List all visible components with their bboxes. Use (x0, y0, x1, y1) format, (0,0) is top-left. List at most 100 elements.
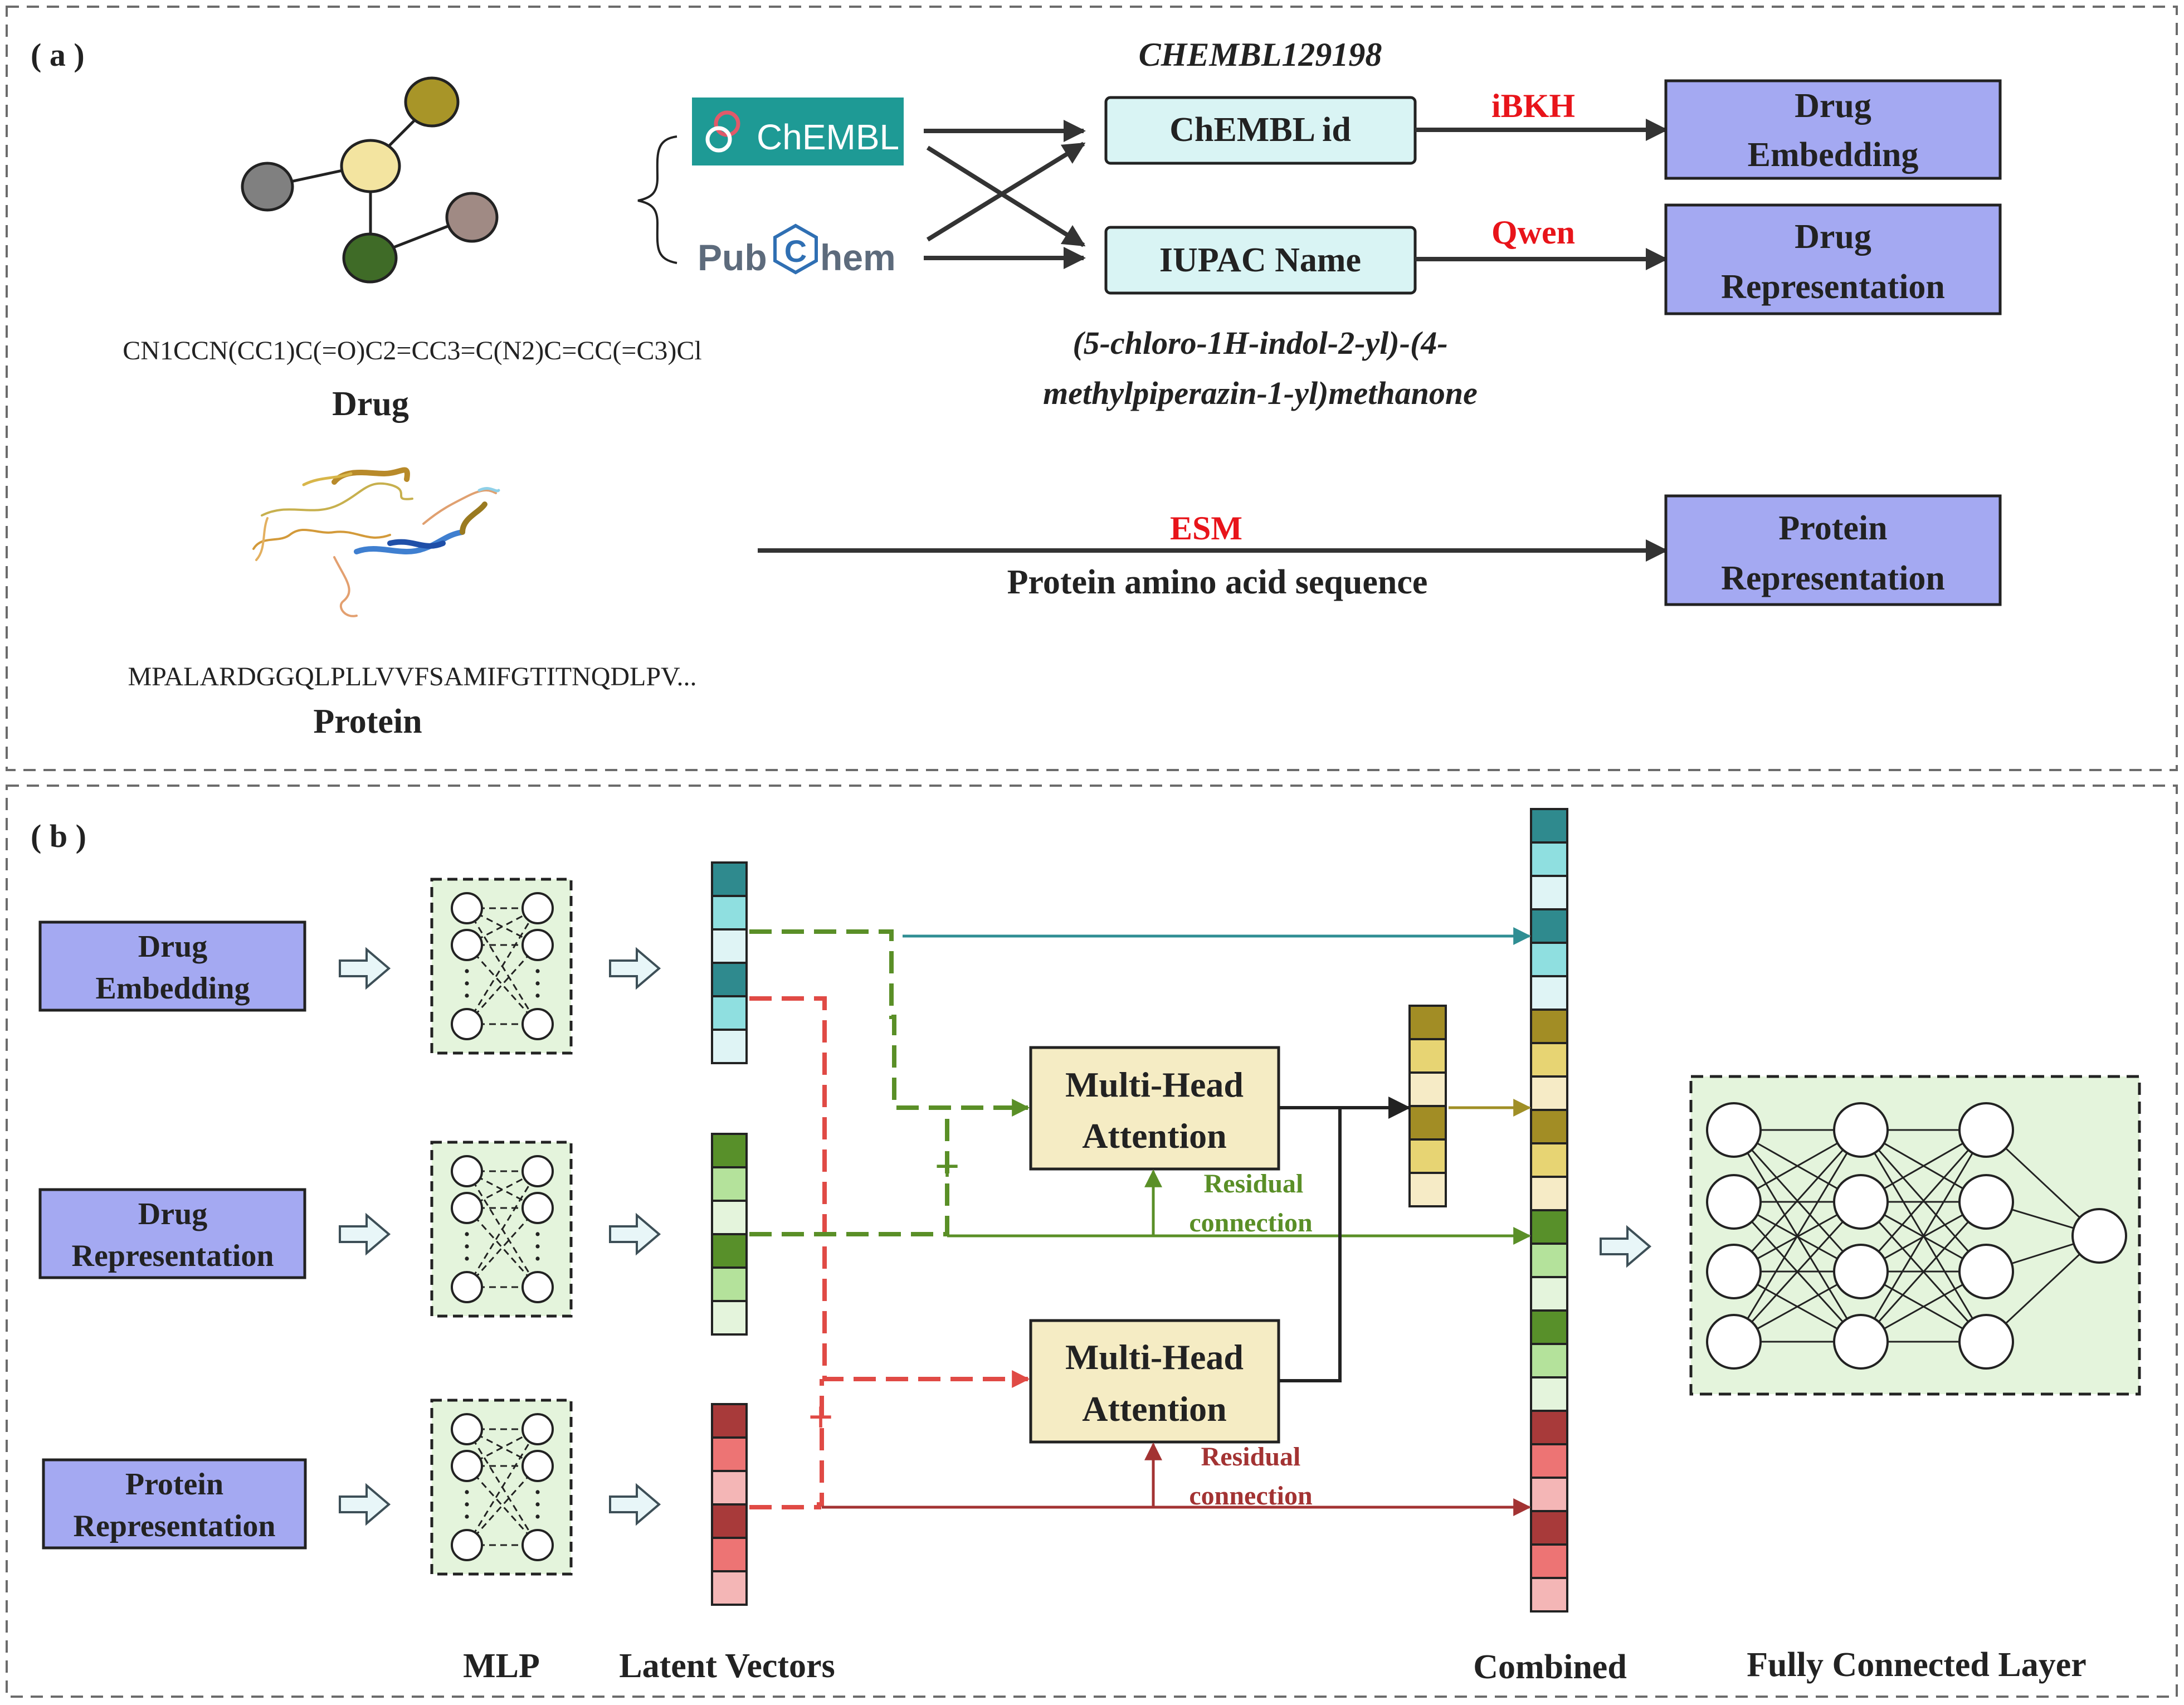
chembl-id-box-label: ChEMBL id (1169, 111, 1351, 149)
drug-plus-sign: + (934, 1142, 960, 1191)
pubchem-hexagon-icon (773, 223, 818, 275)
combined-vector-cell (1530, 975, 1568, 1011)
fc-node (1958, 1314, 2014, 1370)
mlp-ellipsis-dot: . (535, 1497, 541, 1524)
combined-vector-cell (1530, 841, 1568, 877)
panel-b-frame (6, 785, 2178, 1698)
mlp-connection (466, 1171, 539, 1288)
iupac-example-line2: methylpiperazin-1-yl)methanone (1043, 375, 1478, 411)
pubchem-logo-pub: Pub (698, 237, 767, 278)
fc-node (1706, 1244, 1762, 1299)
mlp-node (521, 1008, 554, 1040)
mlp-ellipsis-dot: . (535, 976, 541, 1003)
input-protein-representation-box (42, 1458, 307, 1550)
latent-vector-drug-embedding-cell (711, 928, 748, 964)
mlp-node (451, 1155, 483, 1187)
attention-output-vector-cell (1408, 1138, 1447, 1174)
mlp-connection (466, 1465, 539, 1546)
combined-vector-cell (1530, 1142, 1568, 1178)
model-ibkh: iBKH (1491, 87, 1575, 124)
combined-vector-cell (1530, 1477, 1568, 1512)
latent-vector-drug-embedding-cell (711, 1029, 748, 1064)
mlp-connection (466, 1465, 539, 1546)
mlp-node (521, 1413, 554, 1445)
latent-vector-drug-representation-cell (711, 1133, 748, 1168)
protein-representation-output-line1: Protein (1778, 509, 1887, 547)
latent-vector-protein-cell (711, 1403, 748, 1439)
protein-representation-output-line2: Representation (1721, 559, 1945, 597)
drug-representation-output-box (1664, 203, 2002, 315)
latent-vector-protein-cell (711, 1470, 748, 1506)
combined-vector-cell (1530, 1443, 1568, 1479)
fc-node (1833, 1244, 1889, 1299)
input-drug-embedding-line2: Embedding (96, 971, 250, 1006)
mlp-connection (466, 944, 539, 1025)
input-drug-representation-line2: Representation (72, 1239, 274, 1273)
attention-output-vector-cell (1408, 1172, 1447, 1207)
footer-mlp: MLP (463, 1647, 540, 1685)
latent-vector-protein-cell (711, 1570, 748, 1606)
mlp-connection (466, 1207, 539, 1288)
source-arrows (924, 120, 1086, 269)
mlp-ellipsis-dot: . (535, 1472, 541, 1499)
combined-vector-cell (1530, 1109, 1568, 1144)
latent-vector-drug-embedding-cell (711, 861, 748, 897)
mlp-node (521, 929, 554, 961)
drug-smiles: CN1CCN(CC1)C(=O)C2=CC3=C(N2)C=CC(=C3)Cl (123, 336, 701, 366)
footer-latent-vectors: Latent Vectors (619, 1647, 835, 1685)
protein-to-attention-line (749, 1379, 824, 1509)
hollow-arrow-icon (1600, 1226, 1651, 1266)
hollow-arrow-icon (339, 948, 390, 988)
mlp-node (521, 892, 554, 924)
mlp-ellipsis-dot: . (535, 963, 541, 991)
fc-output-node (2071, 1208, 2127, 1264)
latent-vector-drug-representation-cell (711, 1266, 748, 1302)
fc-node (1833, 1314, 1889, 1370)
mlp-node (521, 1271, 554, 1303)
drug-residual-label-line1: Residual (1204, 1169, 1304, 1199)
mlp-node (521, 1450, 554, 1482)
attention-box-drug (1029, 1046, 1280, 1171)
hollow-arrow-icon (609, 1484, 660, 1524)
mlp-ellipsis-dot: . (464, 1472, 470, 1499)
panel-a-label: ( a ) (31, 37, 85, 73)
drug-embedding-to-attention-line (749, 929, 1030, 1117)
model-qwen: Qwen (1491, 214, 1575, 251)
molecule-graph-icon (241, 76, 499, 284)
mlp-node (451, 1529, 483, 1561)
mlp-node (451, 929, 483, 961)
mlp-ellipsis-dot: . (464, 1214, 470, 1241)
fc-node (1958, 1174, 2014, 1230)
fc-node (1706, 1314, 1762, 1370)
latent-vector-drug-representation-cell (711, 1200, 748, 1235)
mlp-connection (466, 1429, 539, 1546)
combined-vector-cell (1530, 1075, 1568, 1111)
fc-node (1958, 1102, 2014, 1158)
input-protein-representation-line1: Protein (125, 1467, 223, 1502)
combined-vector-cell (1530, 1376, 1568, 1412)
combined-vector (1530, 808, 1568, 1613)
mlp-node (521, 1529, 554, 1561)
input-protein-representation-line2: Representation (74, 1509, 276, 1543)
fc-node (1833, 1102, 1889, 1158)
drug-representation-output-line2: Representation (1721, 268, 1945, 306)
input-drug-embedding-box (38, 920, 306, 1012)
panel-a-frame (6, 6, 2178, 771)
combined-vector-cell (1530, 1009, 1568, 1044)
mlp-ellipsis-dot: . (535, 1484, 541, 1512)
input-boxes: Drug Embedding Drug Representation Prote… (38, 920, 307, 1550)
fc-connection (1733, 1129, 1862, 1342)
drug-residual-label-line2: connection (1189, 1208, 1312, 1238)
fully-connected-layer (1706, 1102, 2127, 1370)
protein-plus-sign: + (808, 1393, 833, 1442)
model-arrows (758, 119, 1668, 562)
panel-b-connections (749, 927, 1532, 1516)
mlp-ellipsis-dot: . (464, 976, 470, 1003)
attention-output-vector (1408, 1005, 1447, 1207)
mlp-ellipsis-dot: . (535, 951, 541, 978)
protein-attention-output-line (1279, 1108, 1342, 1382)
attention-box-drug-line2: Attention (1082, 1116, 1227, 1156)
latent-vector-protein-cell (711, 1436, 748, 1472)
combined-vector-cell (1530, 1042, 1568, 1078)
